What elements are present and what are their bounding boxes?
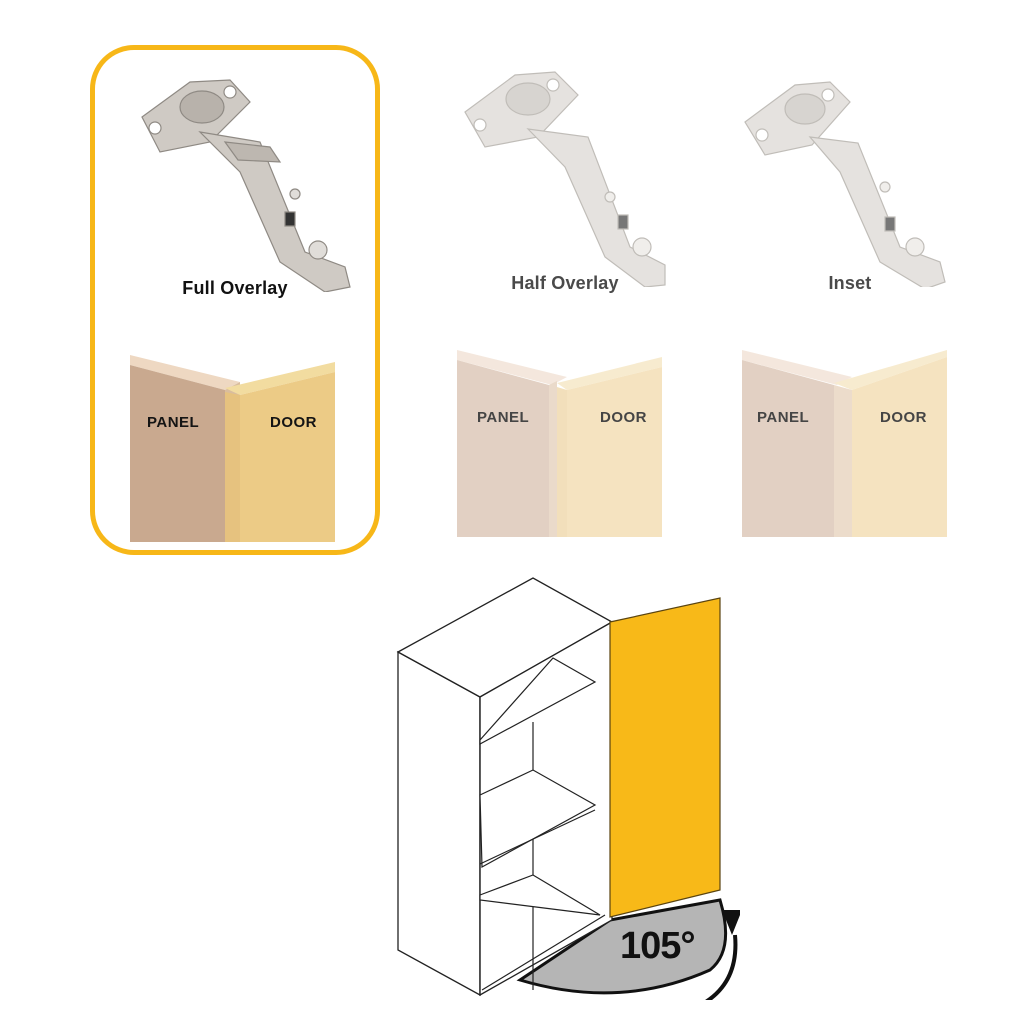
hinge-icon: [141, 79, 351, 292]
option-full-overlay[interactable]: Full Overlay PANEL DOOR: [90, 45, 380, 555]
door-label: DOOR: [270, 414, 317, 431]
panel-door-diagram: PANEL DOOR: [457, 345, 667, 545]
option-half-overlay[interactable]: Half Overlay PANEL DOOR: [420, 45, 710, 555]
option-inset[interactable]: Inset PANEL DOOR: [705, 45, 995, 555]
hinge-icon: [464, 71, 666, 287]
door-label: DOOR: [880, 409, 927, 426]
opening-angle-label: 105°: [620, 925, 696, 967]
hinge-icon: [744, 81, 946, 287]
option-title: Inset: [828, 273, 872, 293]
option-title: Half Overlay: [511, 273, 619, 293]
panel-door-diagram: PANEL DOOR: [130, 350, 340, 550]
panel-label: PANEL: [477, 409, 530, 426]
panel-door-diagram: PANEL DOOR: [742, 345, 952, 545]
panel-label: PANEL: [147, 414, 200, 431]
panel-label: PANEL: [757, 409, 810, 426]
option-title: Full Overlay: [182, 278, 288, 298]
cabinet-open-door-diagram: [396, 577, 740, 1000]
door-label: DOOR: [600, 409, 647, 426]
